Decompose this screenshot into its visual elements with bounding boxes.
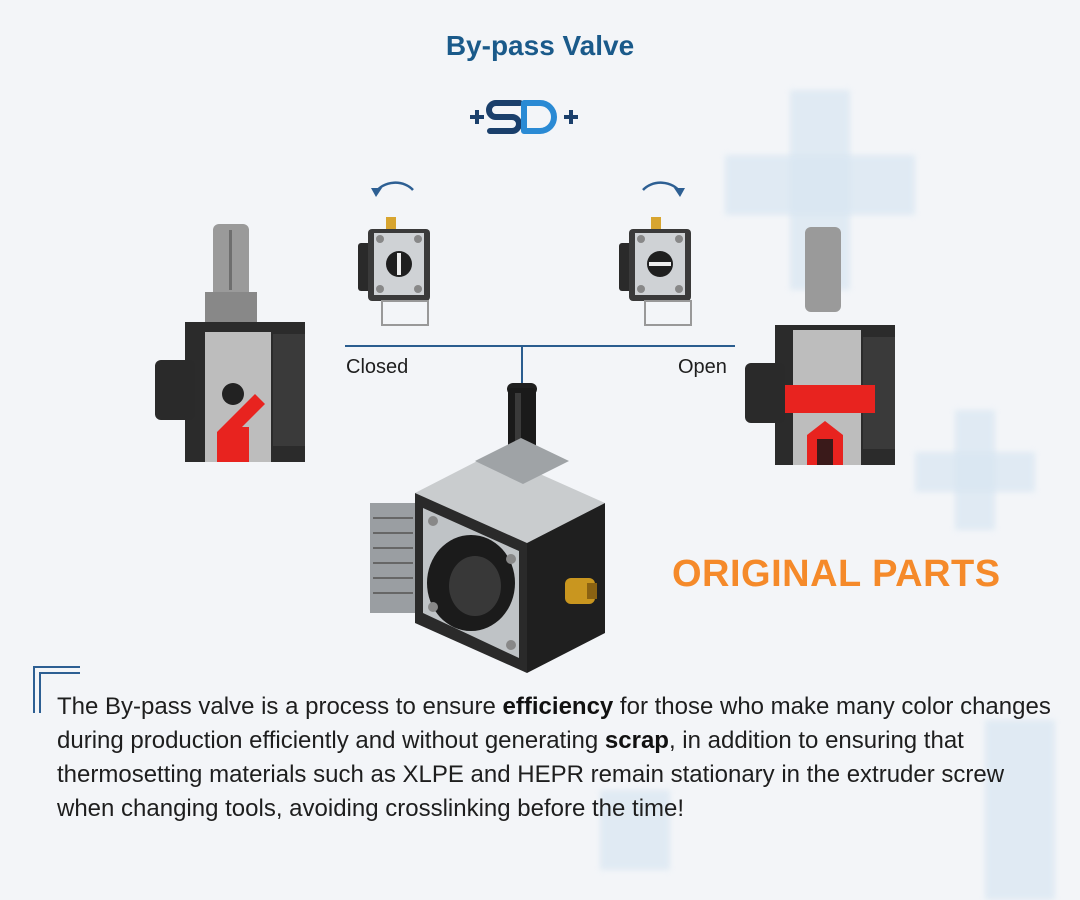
connector-line xyxy=(521,345,523,383)
bg-cross xyxy=(600,790,670,870)
valve-top-closed-image xyxy=(358,217,430,326)
bg-cross xyxy=(915,452,1035,492)
bg-cross xyxy=(985,720,1055,900)
quote-bracket-icon xyxy=(33,666,80,713)
connector-line xyxy=(345,345,735,347)
open-label: Open xyxy=(678,356,727,378)
valve-top-open-image xyxy=(619,217,692,326)
valve-main-image xyxy=(370,383,605,673)
original-parts-badge: ORIGINAL PARTS xyxy=(672,553,1001,595)
valve-section-closed-image xyxy=(155,224,305,462)
bg-cross xyxy=(725,155,915,215)
description-paragraph: The By-pass valve is a process to ensure… xyxy=(57,693,1051,822)
page-title: By-pass Valve xyxy=(445,30,635,61)
valve-section-open-image xyxy=(745,227,895,465)
highlight-efficiency: efficiency xyxy=(502,693,614,720)
rotate-ccw-icon xyxy=(371,181,414,197)
closed-label: Closed xyxy=(346,356,409,378)
highlight-scrap: scrap xyxy=(604,727,669,754)
rotate-cw-icon xyxy=(642,181,685,197)
brand-logo xyxy=(470,100,578,134)
